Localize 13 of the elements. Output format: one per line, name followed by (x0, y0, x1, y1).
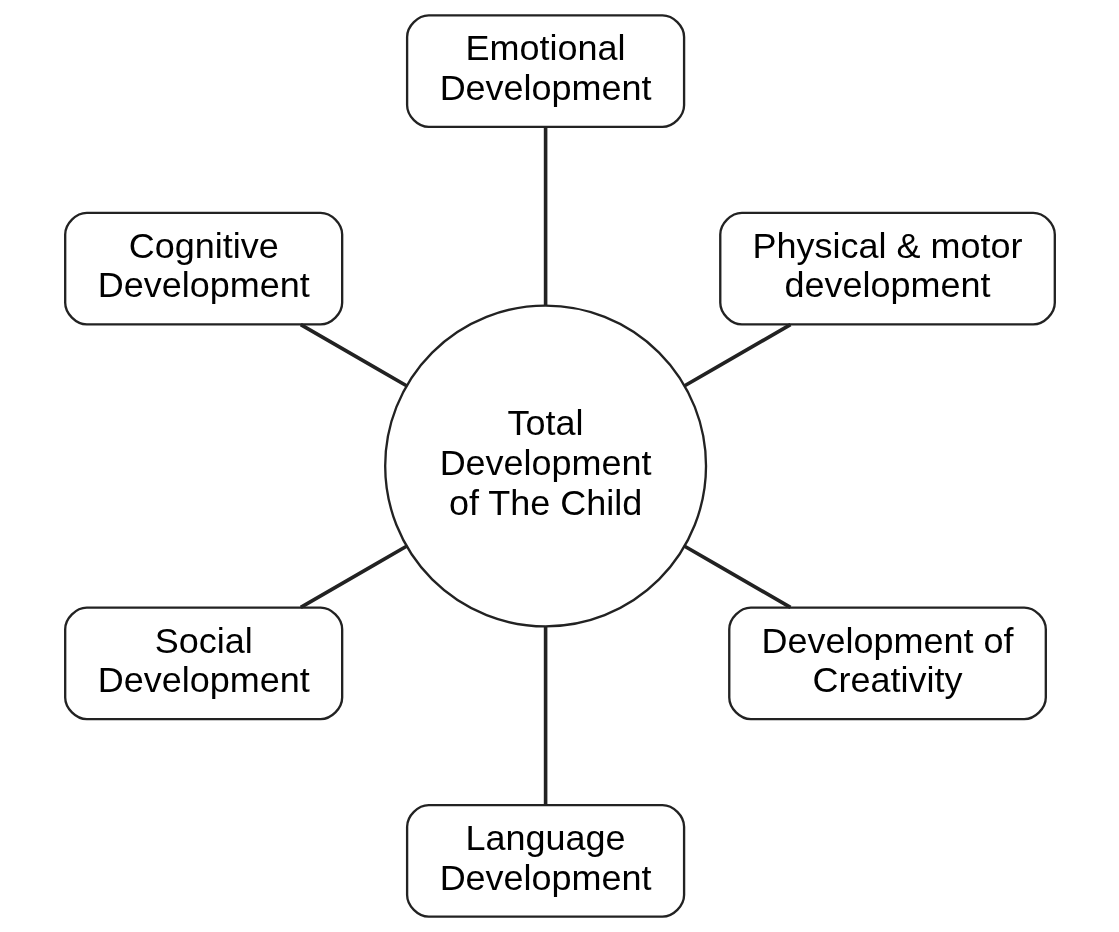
connector (683, 323, 791, 388)
node-box: Emotional Development (405, 14, 685, 129)
connector (299, 323, 407, 388)
node-box: Development of Creativity (727, 606, 1047, 721)
connector (543, 626, 547, 805)
node-box: Cognitive Development (63, 211, 343, 326)
connector (299, 544, 407, 609)
node-box: Language Development (405, 803, 685, 918)
node-circle: Total Development of The Child (383, 304, 707, 628)
connector (543, 127, 547, 306)
node-box: Physical & motor development (718, 211, 1056, 326)
connector (683, 544, 791, 609)
node-box: Social Development (63, 606, 343, 721)
